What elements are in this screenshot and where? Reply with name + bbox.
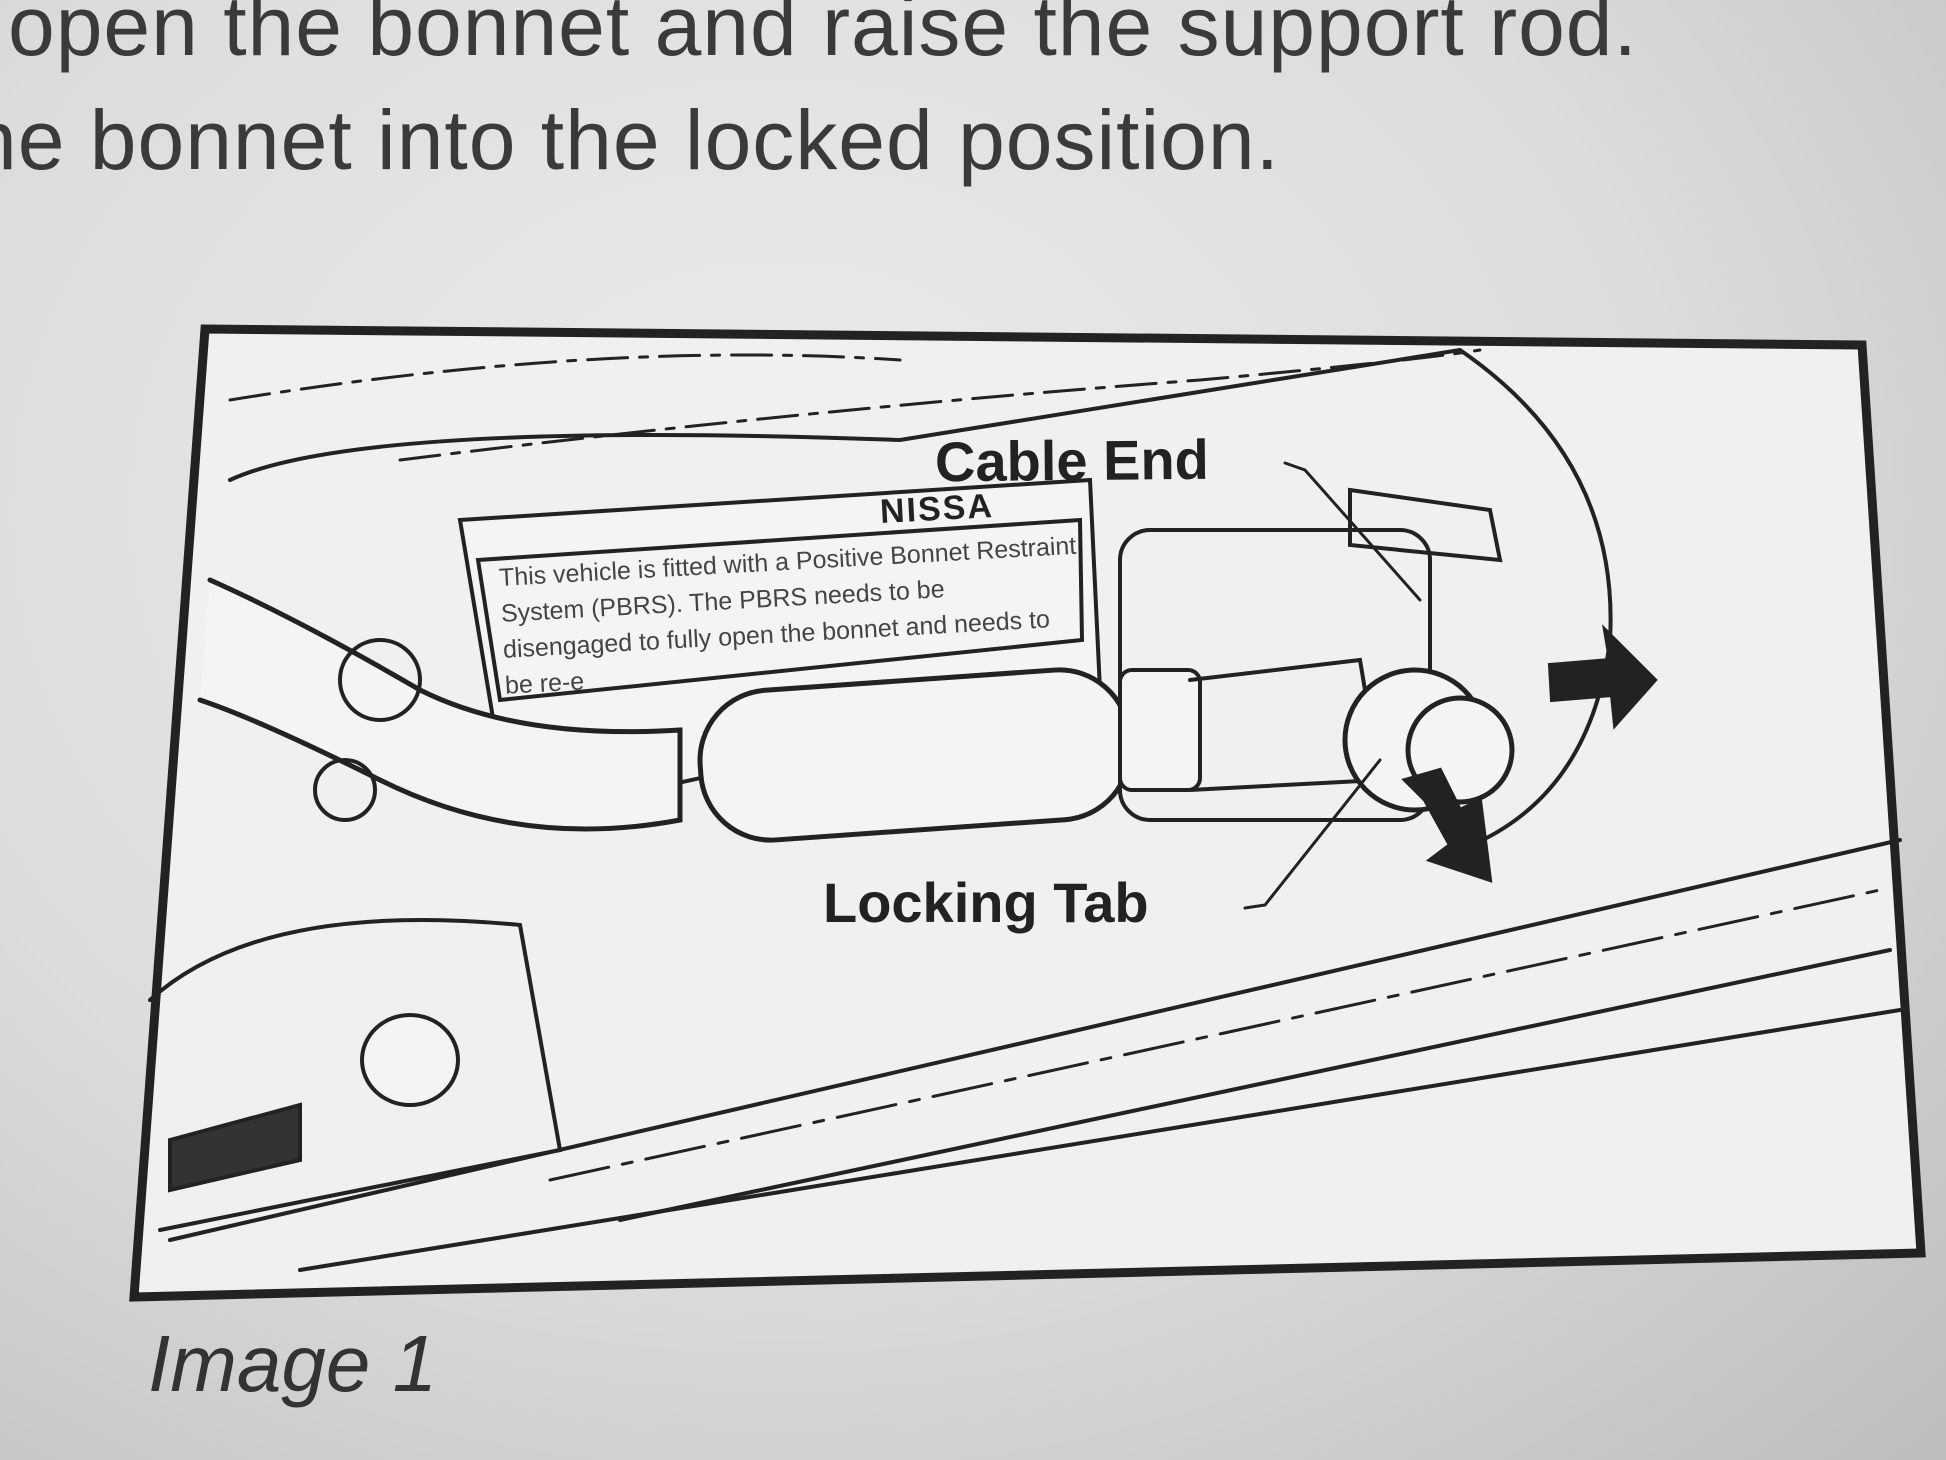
instruction-line-1: open the bonnet and raise the support ro… — [8, 0, 1638, 73]
callout-cable-end: Cable End — [934, 427, 1210, 494]
pull-arrow-icon — [1547, 624, 1658, 730]
push-arrow-icon — [1401, 767, 1493, 883]
figure-caption: Image 1 — [148, 1319, 438, 1408]
cable — [197, 577, 683, 832]
callout-locking-tab: Locking Tab — [823, 871, 1149, 934]
cable-sleeve — [697, 667, 1133, 843]
instruction-line-2: he bonnet into the locked position. — [0, 93, 1280, 187]
latch-hole — [360, 1013, 460, 1107]
spring — [168, 1102, 302, 1193]
